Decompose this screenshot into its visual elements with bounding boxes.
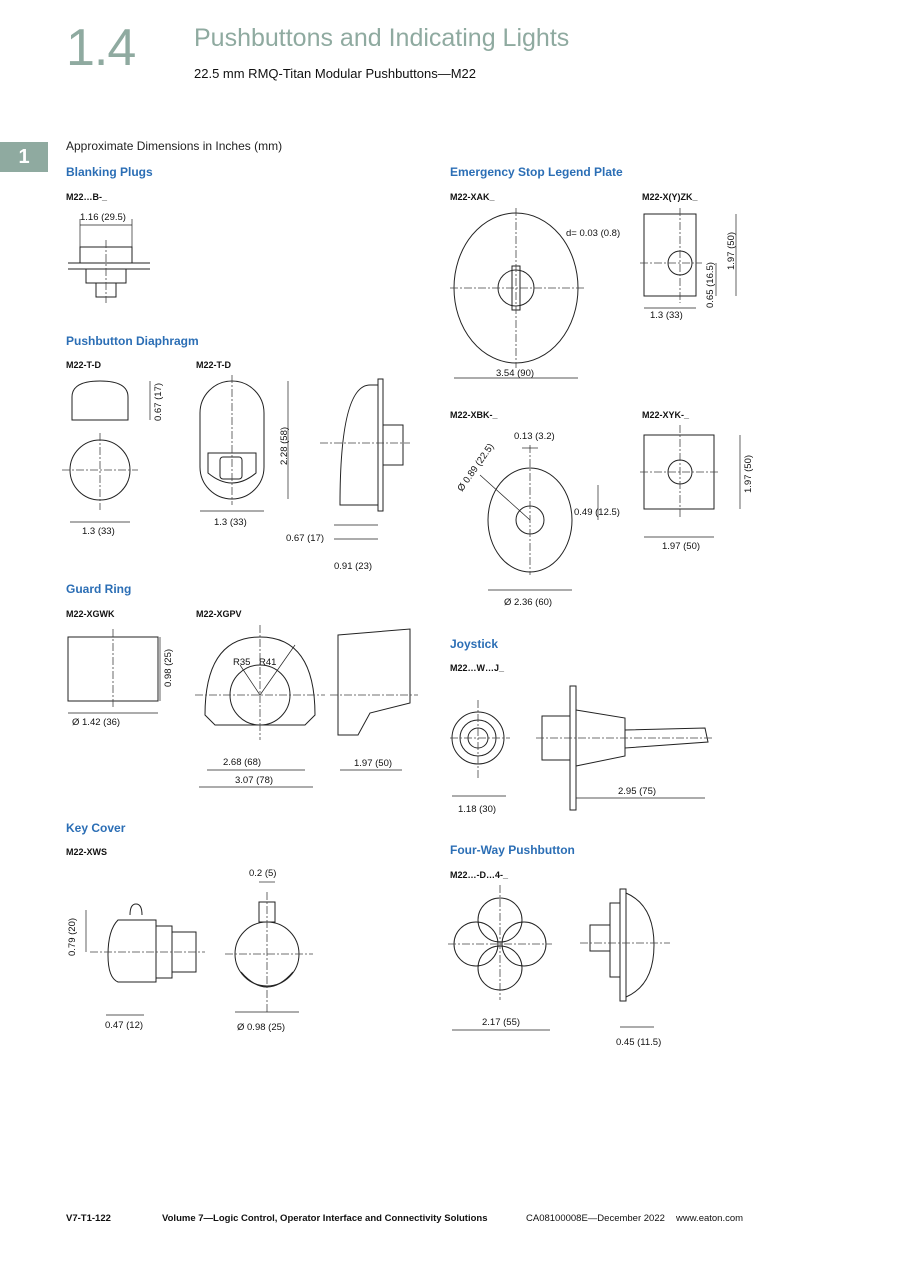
heading-four-way: Four-Way Pushbutton (450, 843, 575, 857)
dim-diaphragm-d1: 0.67 (17) (286, 533, 324, 544)
dim-keycover-t1: 0.2 (5) (249, 868, 276, 879)
dim-fourway-w2: 0.45 (11.5) (616, 1037, 661, 1048)
dim-xbk-d1: Ø 0.89 (22.5) (455, 442, 496, 494)
drawing-four-way-side: 0.45 (11.5) (580, 888, 670, 1048)
drawing-key-cover-front: 0.2 (5) Ø 0.98 (25) (225, 868, 313, 1033)
model-estop-a: M22-XAK_ (450, 192, 495, 202)
drawing-diaphragm-round: 1.3 (33) 0.67 (17) (62, 380, 164, 537)
dim-diaphragm-d2: 0.91 (23) (334, 561, 372, 572)
footer-volume: Volume 7—Logic Control, Operator Interfa… (162, 1213, 488, 1224)
dim-keycover-w1: 0.47 (12) (105, 1020, 143, 1031)
drawing-estop-square: 1.3 (33) 1.97 (50) 0.65 (16.5) (640, 208, 737, 321)
dim-xyk-w2: 1.97 (50) (662, 541, 700, 552)
dim-guard-h1: 0.98 (25) (163, 649, 174, 687)
dim-guard-d1: Ø 1.42 (36) (72, 717, 120, 728)
dim-estop-w2: 1.3 (33) (650, 310, 683, 321)
dim-guard-r2: R41 (259, 657, 276, 668)
heading-guard-ring: Guard Ring (66, 582, 132, 596)
drawing-key-cover-side: 0.47 (12) 0.79 (20) (67, 903, 205, 1031)
drawing-estop-round: d= 0.03 (0.8) 3.54 (90) (450, 208, 620, 379)
heading-diaphragm: Pushbutton Diaphragm (66, 334, 199, 348)
dim-guard-w3: 1.97 (50) (354, 758, 392, 769)
model-diaphragm-a: M22-T-D (66, 360, 102, 370)
page-subtitle: 22.5 mm RMQ-Titan Modular Pushbuttons—M2… (194, 66, 477, 81)
heading-blanking-plugs: Blanking Plugs (66, 165, 153, 179)
dim-diaphragm-h2: 2.28 (58) (279, 427, 290, 465)
drawing-diaphragm-oval: 1.3 (33) 2.28 (58) (199, 375, 290, 528)
dim-guard-w2: 3.07 (78) (235, 775, 273, 786)
dim-joystick-w2: 2.95 (75) (618, 786, 656, 797)
drawing-joystick: 1.18 (30) 2.95 (75) (450, 685, 712, 815)
dim-xbk-d2: Ø 2.36 (60) (504, 597, 552, 608)
dim-estop-d: d= 0.03 (0.8) (566, 228, 620, 239)
dim-diaphragm-w1: 1.3 (33) (82, 526, 115, 537)
dim-keycover-h1: 0.79 (20) (67, 918, 78, 956)
dim-diaphragm-w2: 1.3 (33) (214, 517, 247, 528)
drawing-four-way-front: 2.17 (55) (448, 885, 552, 1031)
dim-fourway-w1: 2.17 (55) (482, 1017, 520, 1028)
dim-estop-w1: 3.54 (90) (496, 368, 534, 379)
drawing-blanking-plug: 1.16 (29.5) (68, 212, 150, 303)
dim-estop-h1: 1.97 (50) (726, 232, 737, 270)
dim-diaphragm-h1: 0.67 (17) (153, 383, 164, 421)
dim-xbk-t1: 0.13 (3.2) (514, 431, 555, 442)
model-guard-a: M22-XGWK (66, 609, 115, 619)
dim-joystick-w1: 1.18 (30) (458, 804, 496, 815)
heading-key-cover: Key Cover (66, 821, 126, 835)
heading-estop: Emergency Stop Legend Plate (450, 165, 623, 179)
drawing-xyk-square: 1.97 (50) 1.97 (50) (640, 425, 754, 552)
drawing-diaphragm-side: 0.67 (17) 0.91 (23) (286, 378, 410, 572)
dim-guard-r1: R35 (233, 657, 250, 668)
model-keycover: M22-XWS (66, 847, 108, 857)
drawing-guard-ring-a: Ø 1.42 (36) 0.98 (25) (67, 629, 174, 728)
chapter-tab: 1 (0, 142, 48, 172)
model-four-way: M22…-D…4-_ (450, 870, 509, 880)
drawing-xbk-round: 0.13 (3.2) Ø 0.89 (22.5) 0.49 (12.5) Ø 2… (455, 431, 620, 608)
heading-joystick: Joystick (450, 637, 499, 651)
footer-url: www.eaton.com (676, 1213, 744, 1224)
dim-guard-w1: 2.68 (68) (223, 757, 261, 768)
intro-text: Approximate Dimensions in Inches (mm) (66, 139, 283, 153)
model-blanking: M22…B-_ (66, 192, 108, 202)
model-guard-b: M22-XGPV (196, 609, 242, 619)
dim-blanking-w: 1.16 (29.5) (80, 212, 126, 223)
footer-catalog: CA08100008E—December 2022 (526, 1213, 665, 1224)
model-joystick: M22…W…J_ (450, 663, 505, 673)
model-diaphragm-b: M22-T-D (196, 360, 232, 370)
page-title: Pushbuttons and Indicating Lights (194, 24, 570, 52)
model-xbk-b: M22-XYK-_ (642, 410, 690, 420)
dim-xyk-h2: 1.97 (50) (743, 455, 754, 493)
drawing-guard-ring-b: R35 R41 2.68 (68) 3.07 (78) (195, 625, 325, 788)
dim-keycover-d1: Ø 0.98 (25) (237, 1022, 285, 1033)
drawing-guard-side: 1.97 (50) (330, 628, 418, 771)
dim-xbk-h1: 0.49 (12.5) (574, 507, 620, 518)
section-number: 1.4 (66, 19, 136, 77)
model-xbk-a: M22-XBK-_ (450, 410, 498, 420)
footer-page: V7-T1-122 (66, 1213, 111, 1224)
model-estop-b: M22-X(Y)ZK_ (642, 192, 698, 202)
dim-estop-h2: 0.65 (16.5) (705, 262, 716, 308)
